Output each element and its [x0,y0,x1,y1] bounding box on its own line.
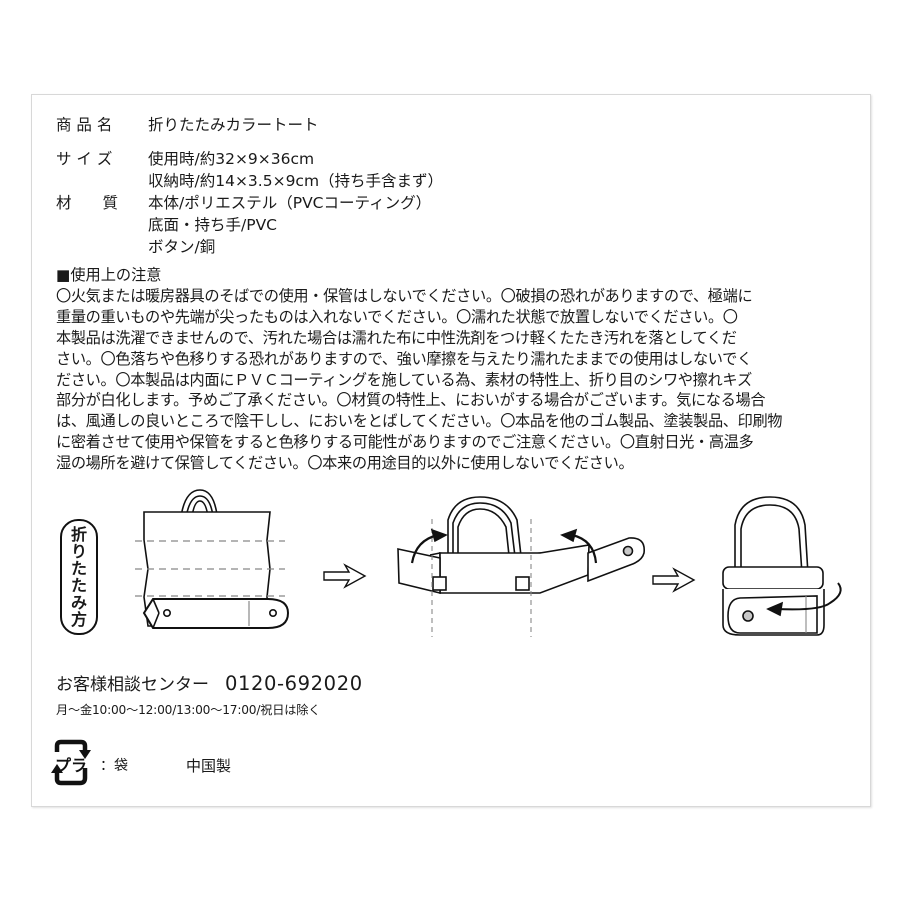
spec-name-value: 折りたたみカラートート [148,116,319,134]
notes-line: に密着させて使用や保管をすると色移りする可能性がありますのでご注意ください。〇直… [56,433,754,452]
support-phone-number: 0120-692020 [225,672,363,695]
notes-line: 本製品は洗濯できませんので、汚れた場合は濡れた布に中性洗剤をつけ軽くたたき汚れを… [56,328,737,347]
right-arrow-icon [652,567,696,593]
customer-support: お客様相談センター 0120-692020 月～金10:00～12:00/13:0… [56,670,363,718]
notes-line: 部分が白化します。予めご了承ください。〇材質の特性上、においがする場合がございま… [56,391,766,410]
badge-char: た [70,559,87,578]
notes-title: ■使用上の注意 [56,266,162,284]
spec-size-value: 収納時/約14×3.5×9cm（持ち手含まず） [148,172,444,190]
spec-size-row: サ イ ズ 使用時/約32×9×36cm 収納時/約14×3.5×9cm（持ち手… [56,148,443,192]
label-card [31,94,871,807]
folding-method-badge: 折 り た た み 方 [60,519,98,635]
right-arrow-icon [323,563,367,589]
support-heading: お客様相談センター 0120-692020 [56,670,363,695]
spec-material-value: 底面・持ち手/PVC [148,216,277,234]
step-1-bag-icon [135,489,290,629]
support-hours: 月～金10:00～12:00/13:00～17:00/祝日は除く [56,703,321,717]
spec-material-row: 材 質 本体/ポリエステル（PVCコーティング） 底面・持ち手/PVC ボタン/… [56,192,443,258]
notes-line: は、風通しの良いところで陰干しし、においをとばしてください。〇本品を他のゴム製品… [56,412,783,431]
spec-name-row: 商 品 名 折りたたみカラートート [56,114,443,136]
recycle-label: ：袋 [100,758,128,774]
svg-text:プラ: プラ [55,756,87,775]
spec-size-value: 使用時/約32×9×36cm [148,150,315,168]
badge-char: み [70,593,87,612]
notes-line: さい。〇色落ちや色移りする恐れがありますので、強い摩擦を与えたり濡れたままでの使… [56,349,752,368]
folding-steps-illustration [135,489,842,637]
pla-recycle-icon: プラ [51,739,91,786]
step-2-bag-icon [397,496,646,637]
badge-char: 方 [70,610,87,629]
spec-name-label: 商 品 名 [56,116,113,134]
step-3-wrapped-bag-icon [722,496,842,636]
spec-material-value: 本体/ポリエステル（PVCコーティング） [148,194,432,212]
notes-line: 重量の重いものや先端が尖ったものは入れないでください。〇濡れた状態で放置しないで… [56,307,738,326]
support-title: お客様相談センター [56,675,209,695]
spec-size-label: サ イ ズ [56,150,113,168]
usage-notes: ■使用上の注意 〇火気または暖房器具のそばでの使用・保管はしないでください。〇破… [56,265,856,474]
notes-line: ださい。〇本製品は内面にＰＶＣコーティングを施している為、素材の特性上、折り目の… [56,370,752,389]
badge-char: た [70,576,87,595]
product-spec: 商 品 名 折りたたみカラートート サ イ ズ 使用時/約32×9×36cm 収… [56,114,443,258]
spec-material-label: 材 質 [56,194,119,212]
country-of-origin: 中国製 [186,757,232,775]
notes-line: 〇火気または暖房器具のそばでの使用・保管はしないでください。〇破損の恐れがありま… [56,286,753,305]
notes-line: 湿の場所を避けて保管してください。〇本来の用途目的以外に使用しないでください。 [56,454,634,473]
spec-material-value: ボタン/銅 [148,238,216,256]
badge-char: 折 [70,525,87,544]
folding-diagram: 折 り た た み 方 [40,485,870,660]
badge-char: り [70,542,87,561]
